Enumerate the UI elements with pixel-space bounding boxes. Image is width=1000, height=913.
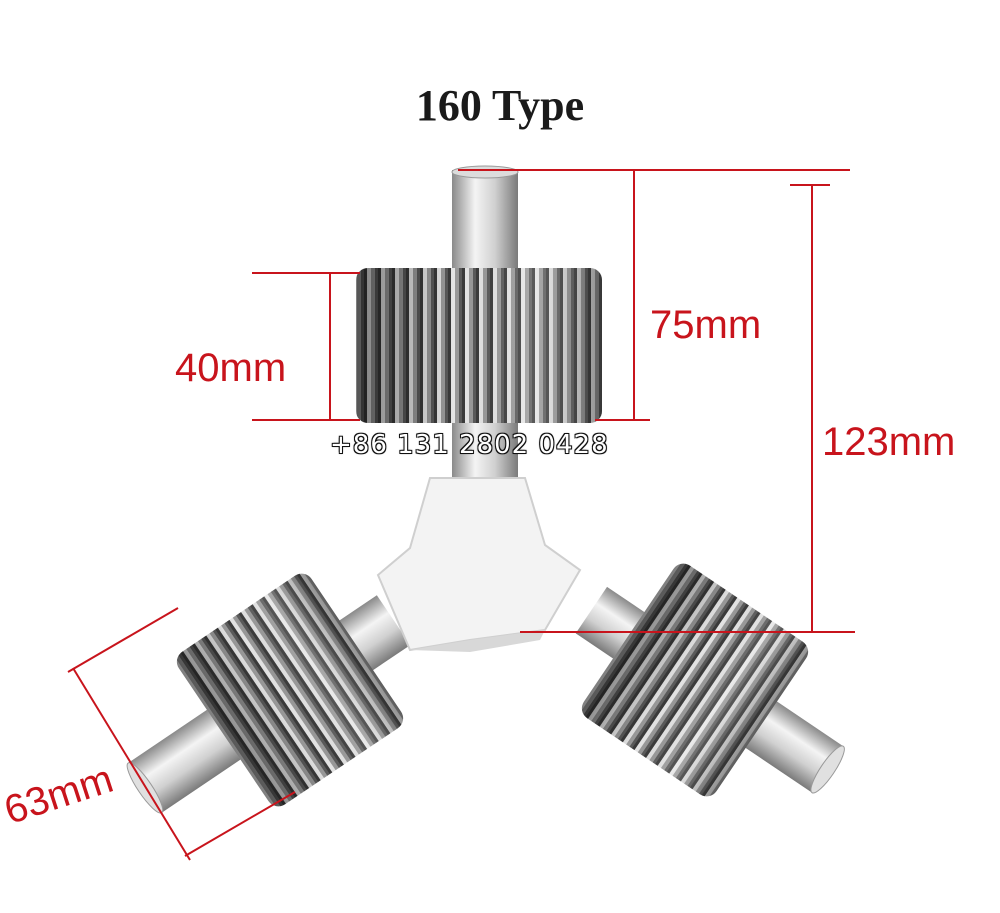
phone-watermark: +86 131 2802 0428 bbox=[330, 430, 609, 460]
top-shaft-end bbox=[451, 165, 519, 179]
total-height-label: 123mm bbox=[822, 420, 956, 464]
right-roller-assembly bbox=[575, 563, 845, 797]
top-roller bbox=[356, 268, 602, 423]
central-hub bbox=[376, 477, 582, 652]
hub-shadow bbox=[410, 630, 545, 652]
roller-width-label: 40mm bbox=[175, 346, 287, 390]
roller-to-shaft-top-label: 75mm bbox=[650, 303, 762, 347]
dimension-lines bbox=[67, 169, 855, 861]
diagram-title: 160 Type bbox=[415, 81, 585, 130]
